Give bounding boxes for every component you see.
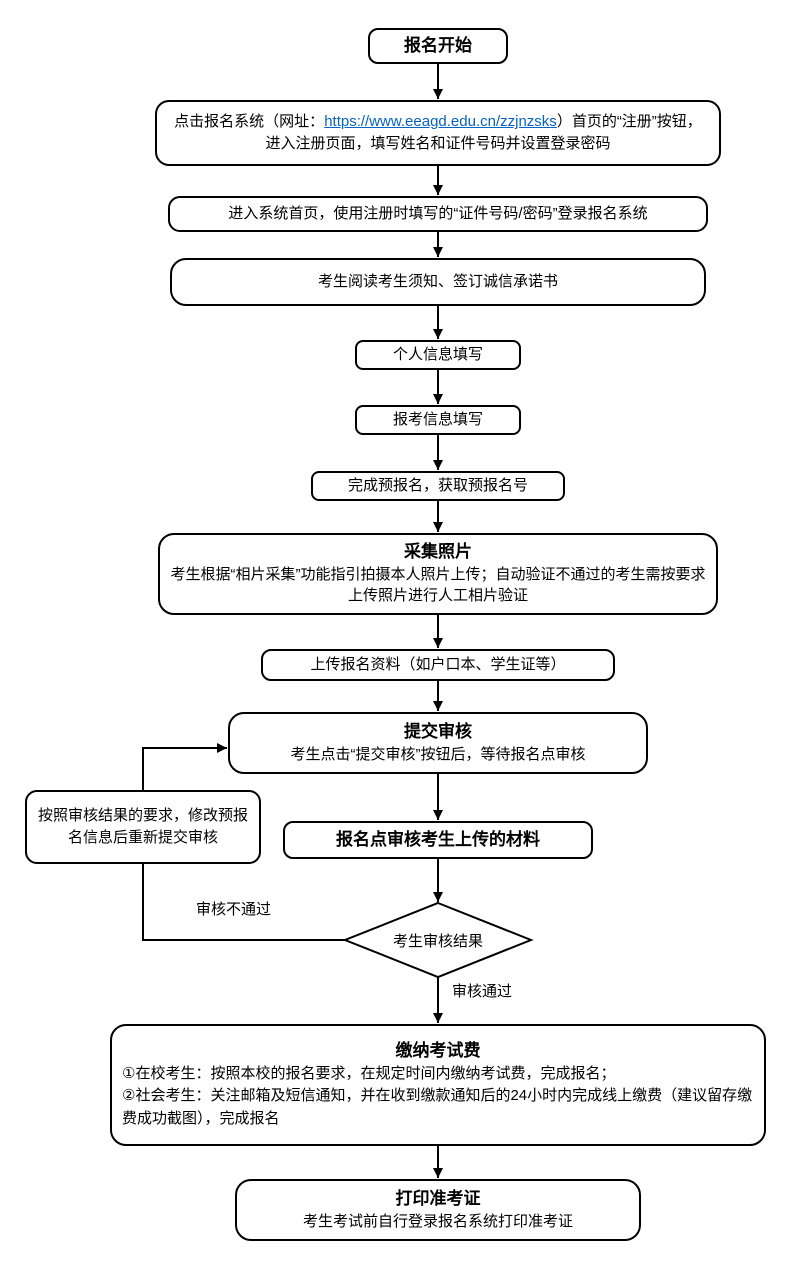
submit-review-title: 提交审核 — [404, 721, 472, 741]
start-node: 报名开始 — [368, 28, 508, 64]
read-notice-node: 考生阅读考生须知、签订诚信承诺书 — [170, 258, 706, 306]
print-ticket-body: 考生考试前自行登录报名系统打印准考证 — [302, 1212, 573, 1230]
loop-decision-to-modify — [142, 864, 345, 941]
pay-fee-node: 缴纳考试费 ①在校考生：按照本校的报名要求，在规定时间内缴纳考试费，完成报名； … — [110, 1024, 766, 1146]
decision-node-label: 考生审核结果 — [392, 932, 483, 950]
review-fail-label: 审核不通过 — [194, 898, 274, 919]
print-ticket-title: 打印准考证 — [395, 1188, 481, 1208]
start-node-label: 报名开始 — [404, 35, 472, 55]
modify-resubmit-label: 按照审核结果的要求，修改预报名信息后重新提交审核 — [37, 807, 248, 846]
loop-modify-to-submit — [142, 743, 227, 790]
photo-collect-body: 考生根据“相片采集”功能指引拍摄本人照片上传；自动验证不通过的考生需按要求上传照… — [170, 565, 706, 605]
site-review-label: 报名点审核考生上传的材料 — [336, 829, 540, 849]
submit-review-node: 提交审核 考生点击“提交审核”按钮后，等待报名点审核 — [228, 712, 648, 774]
registration-url-link[interactable]: https://www.eeagd.edu.cn/zzjnzsks — [324, 113, 557, 131]
decision-diamond-shape — [342, 901, 534, 979]
login-node: 进入系统首页，使用注册时填写的“证件号码/密码”登录报名系统 — [168, 196, 708, 232]
pre-register-node: 完成预报名，获取预报名号 — [311, 471, 565, 501]
pay-fee-body-line2: ②社会考生：关注邮箱及短信通知，并在收到缴款通知后的24小时内完成线上缴费（建议… — [122, 1087, 753, 1127]
read-notice-label: 考生阅读考生须知、签订诚信承诺书 — [317, 273, 558, 291]
login-node-label: 进入系统首页，使用注册时填写的“证件号码/密码”登录报名系统 — [228, 205, 648, 223]
personal-info-label: 个人信息填写 — [392, 346, 483, 364]
exam-info-label: 报考信息填写 — [392, 411, 483, 429]
register-node: 点击报名系统（网址：https://www.eeagd.edu.cn/zzjnz… — [155, 100, 721, 166]
modify-resubmit-node: 按照审核结果的要求，修改预报名信息后重新提交审核 — [25, 790, 261, 864]
submit-review-body: 考生点击“提交审核”按钮后，等待报名点审核 — [290, 745, 586, 763]
photo-collect-title: 采集照片 — [404, 541, 472, 561]
pay-fee-title: 缴纳考试费 — [395, 1040, 481, 1060]
register-text-before: 点击报名系统（网址： — [174, 113, 325, 131]
pay-fee-body-line1: ①在校考生：按照本校的报名要求，在规定时间内缴纳考试费，完成报名； — [122, 1064, 616, 1082]
upload-docs-node: 上传报名资料（如户口本、学生证等） — [261, 649, 615, 681]
upload-docs-label: 上传报名资料（如户口本、学生证等） — [310, 656, 566, 674]
register-instruction: 点击报名系统（网址：https://www.eeagd.edu.cn/zzjnz… — [171, 111, 705, 155]
exam-info-node: 报考信息填写 — [355, 405, 521, 435]
review-pass-label: 审核通过 — [450, 980, 515, 1001]
register-text-after: ）首页的“注册”按钮，进入注册页面，填写姓名和证件号码并设置登录密码 — [265, 113, 702, 152]
site-review-node: 报名点审核考生上传的材料 — [283, 821, 593, 859]
print-ticket-node: 打印准考证 考生考试前自行登录报名系统打印准考证 — [235, 1179, 641, 1241]
pre-register-label: 完成预报名，获取预报名号 — [347, 477, 528, 495]
personal-info-node: 个人信息填写 — [355, 340, 521, 370]
photo-collect-node: 采集照片 考生根据“相片采集”功能指引拍摄本人照片上传；自动验证不通过的考生需按… — [158, 533, 718, 615]
